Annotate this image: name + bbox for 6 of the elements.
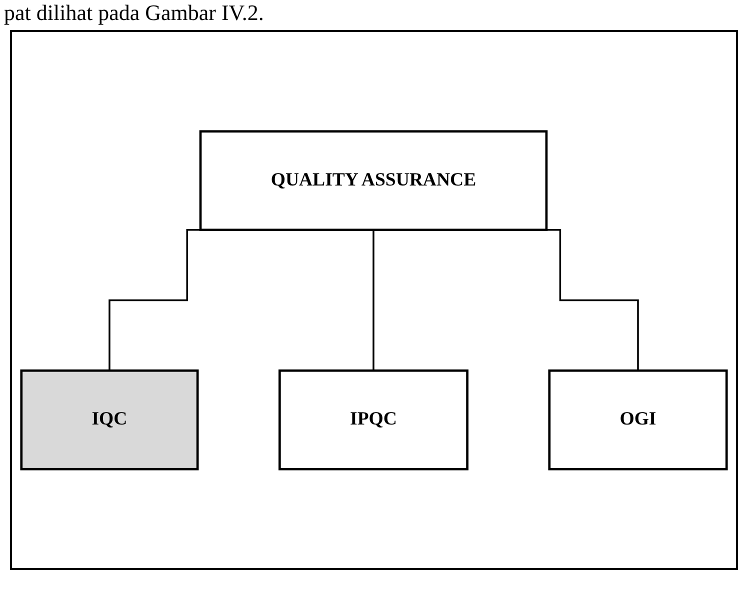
connector [372, 228, 374, 372]
caption-text: pat dilihat pada Gambar IV.2. [4, 0, 265, 26]
node-box: OGI [548, 369, 728, 470]
node-box: IPQC [278, 369, 468, 470]
node-box: IQC [20, 369, 199, 470]
node-box: QUALITY ASSURANCE [199, 130, 548, 231]
